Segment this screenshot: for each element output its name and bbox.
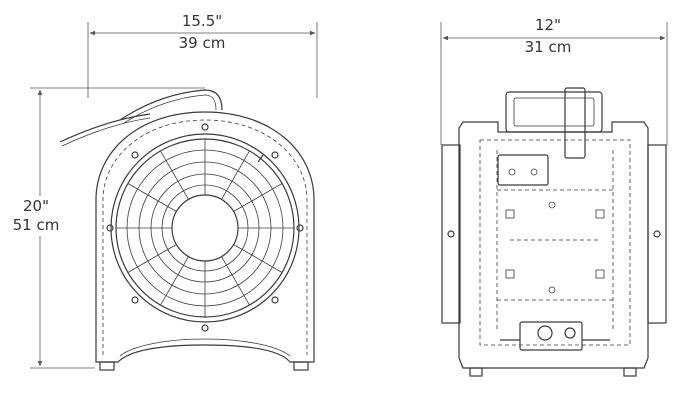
side-foot-right (623, 367, 637, 377)
front-width-inches: 15.5" (182, 12, 222, 30)
side-handle (505, 87, 603, 159)
junction-box (500, 321, 610, 351)
front-view: 15.5" 39 cm 20" 51 cm (2, 12, 318, 371)
front-width-cm: 39 cm (179, 34, 226, 52)
grille-spoke (221, 256, 250, 306)
side-foot-left (469, 367, 483, 377)
handle (59, 89, 223, 147)
side-housing (458, 121, 649, 369)
side-depth-inches: 12" (535, 16, 561, 34)
front-housing (95, 111, 315, 363)
side-depth-cm: 31 cm (525, 38, 572, 56)
side-flange-right (647, 144, 667, 324)
grille-spoke (127, 183, 177, 212)
front-foot-left (99, 361, 115, 371)
front-foot-right (293, 361, 309, 371)
front-height-cm: 51 cm (13, 216, 60, 234)
grille-spoke (233, 183, 283, 212)
side-view: 12" 31 cm (440, 16, 668, 377)
grille-spoke (233, 244, 283, 273)
grille-spoke (160, 150, 189, 200)
front-bolts (106, 123, 304, 332)
grille-spoke (160, 256, 189, 306)
front-height-inches: 20" (23, 197, 49, 215)
fan-grille (110, 133, 300, 323)
side-bolts (505, 201, 605, 294)
grille-spoke (221, 150, 250, 200)
side-flange-left (441, 144, 461, 324)
grille-spoke (127, 244, 177, 273)
